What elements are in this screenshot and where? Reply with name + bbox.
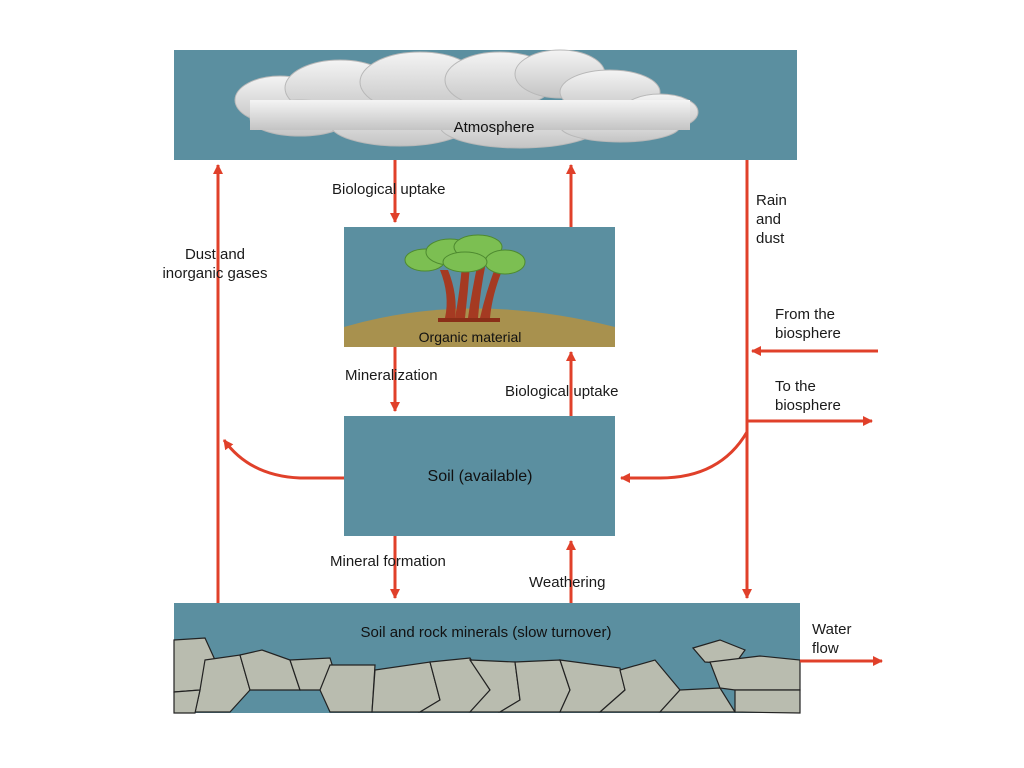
organic-material-label: Organic material [418,329,522,345]
arrow-soil-to-dust [222,439,344,480]
flow-arrows [213,160,883,666]
rain-dust-label: Rain and dust [756,192,787,247]
rock-minerals-label: Soil and rock minerals (slow turnover) [360,624,612,641]
arrow-rain-to-soil [620,431,749,483]
mineral-formation-label: Mineral formation [330,553,446,570]
bio-uptake-top-label: Biological uptake [332,181,446,198]
rock-minerals-box [173,603,801,714]
water-flow-label: Water flow [812,621,852,657]
soil-available-box [344,416,615,536]
bio-uptake-mid-label: Biological uptake [505,383,619,400]
from-biosphere-label: From the biosphere [775,306,841,342]
tree-icon [404,234,526,322]
cloud-icon [234,49,699,149]
mineralization-label: Mineralization [345,367,438,384]
weathering-label: Weathering [529,574,606,591]
to-biosphere-label: To the biosphere [775,378,841,414]
atmosphere-box [174,49,797,160]
dust-gases-label: Dust and inorganic gases [162,246,268,282]
soil-available-label: Soil (available) [427,468,533,485]
rock-icon [173,637,801,714]
organic-material-box [344,227,615,347]
atmosphere-label: Atmosphere [453,119,535,136]
